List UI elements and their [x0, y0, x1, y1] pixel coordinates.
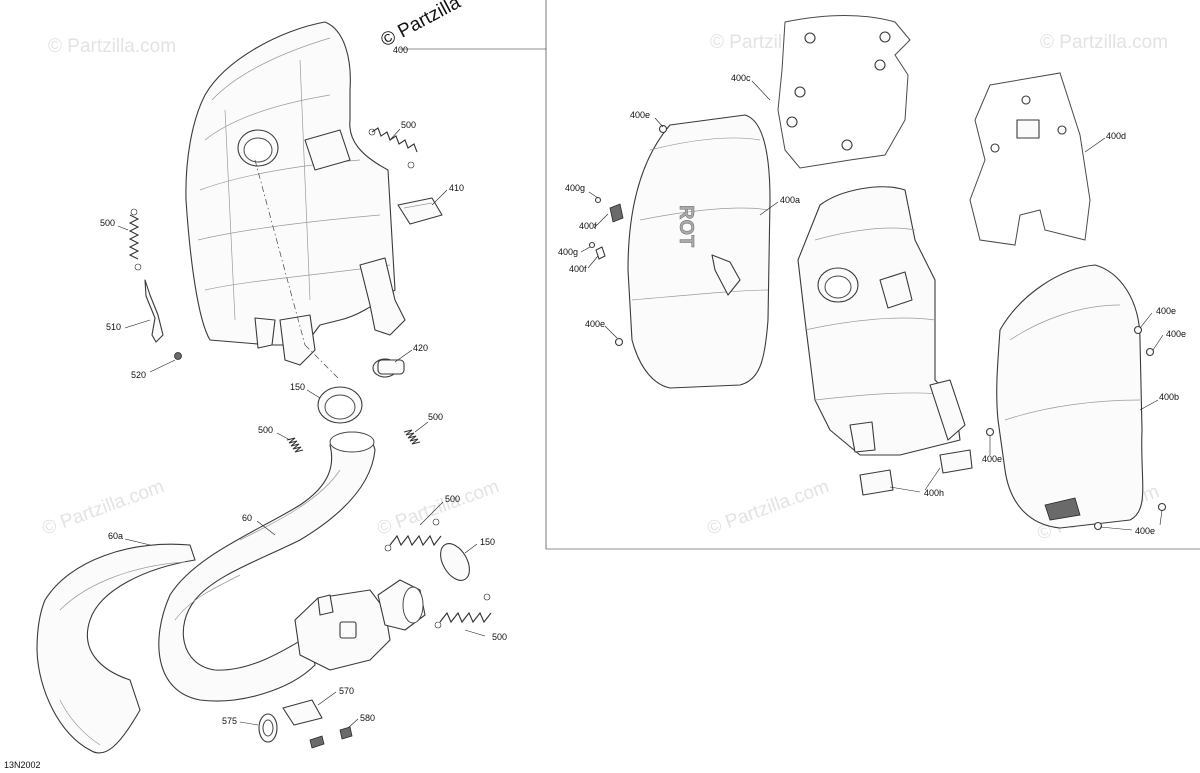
callout-label: 520 — [131, 370, 146, 380]
callout-label: 510 — [106, 322, 121, 332]
nut — [658, 124, 668, 134]
figure-code: 13N2002 — [4, 760, 41, 770]
watermark: © Partzilla.com — [375, 476, 502, 540]
nut — [985, 427, 995, 437]
rubber-grommet — [372, 358, 405, 378]
spring — [439, 611, 492, 624]
bracket — [282, 699, 323, 726]
muffler-assembly — [185, 21, 406, 381]
spring — [128, 208, 142, 271]
callout-label: 400e — [630, 110, 650, 120]
nut — [1093, 521, 1103, 531]
callout-label: 400a — [780, 195, 800, 205]
rubber-block — [859, 469, 894, 496]
callout-label: 500 — [492, 632, 507, 642]
watermark: © Partzilla.com — [40, 476, 167, 540]
insulation-pad — [969, 72, 1091, 246]
heat-shield — [36, 543, 196, 754]
callout-label: 500 — [445, 494, 460, 504]
rubber-block — [939, 449, 973, 474]
rivet — [594, 196, 602, 204]
nut — [1133, 325, 1143, 335]
callout-label: 400 — [393, 45, 408, 55]
nut — [1145, 347, 1155, 357]
brand-label: © Partzilla — [377, 0, 464, 51]
watermark: © Partzilla.com — [48, 36, 176, 57]
callout-label: 500 — [401, 120, 416, 130]
watermark: © Partzilla.com — [1040, 32, 1168, 53]
detail-inset-frame — [545, 0, 1200, 550]
sealing-ring — [440, 543, 470, 581]
callout-label: 400b — [1159, 392, 1179, 402]
rubber-mount — [258, 713, 278, 743]
callout-label: 60 — [242, 513, 252, 523]
callout-label: 400g — [565, 183, 585, 193]
sealing-ring — [317, 386, 363, 424]
watermark: © Partzilla.com — [705, 476, 832, 540]
callout-label: 400h — [924, 488, 944, 498]
callout-label: 400c — [731, 73, 751, 83]
catalytic-converter — [294, 579, 426, 671]
engraved-marking: ROT — [675, 205, 697, 247]
bolt — [309, 735, 325, 749]
spring — [389, 534, 442, 547]
clip — [609, 203, 624, 223]
muffler-body — [797, 186, 966, 456]
rivet — [588, 241, 596, 249]
callout-label: 400f — [569, 264, 587, 274]
callout-label: 580 — [360, 713, 375, 723]
callout-label: 400e — [1156, 306, 1176, 316]
callout-label: 420 — [413, 343, 428, 353]
callout-label: 150 — [290, 382, 305, 392]
muffler-cover: ROT — [627, 114, 771, 389]
bolt — [339, 726, 353, 740]
callout-label: 400e — [982, 454, 1002, 464]
spring — [286, 437, 304, 453]
leader-lines — [117, 80, 1164, 729]
spring — [403, 429, 421, 445]
callout-label: 570 — [339, 686, 354, 696]
bracket — [144, 279, 164, 343]
callout-label: 60a — [108, 531, 123, 541]
callout-label: 410 — [449, 183, 464, 193]
callout-label: 575 — [222, 716, 237, 726]
callout-label: 500 — [100, 218, 115, 228]
rubber-bumper — [397, 197, 443, 225]
callout-label: 400g — [558, 247, 578, 257]
exhaust-pipe — [158, 431, 376, 702]
nut — [1157, 502, 1167, 512]
nut — [614, 337, 624, 347]
callout-label: 150 — [480, 537, 495, 547]
callout-label: 400e — [1166, 329, 1186, 339]
callout-labels: 400 500 410 500 510 520 420 150 500 500 … — [100, 45, 1186, 726]
spring — [368, 127, 418, 169]
inner-shell — [996, 264, 1144, 529]
screw — [174, 352, 182, 360]
callout-label: 500 — [428, 412, 443, 422]
callout-label: 400e — [585, 319, 605, 329]
callout-label: 500 — [258, 425, 273, 435]
callout-label: 400d — [1106, 131, 1126, 141]
callout-label: 400e — [1135, 526, 1155, 536]
callout-label: 400f — [579, 221, 597, 231]
gasket — [777, 15, 911, 169]
